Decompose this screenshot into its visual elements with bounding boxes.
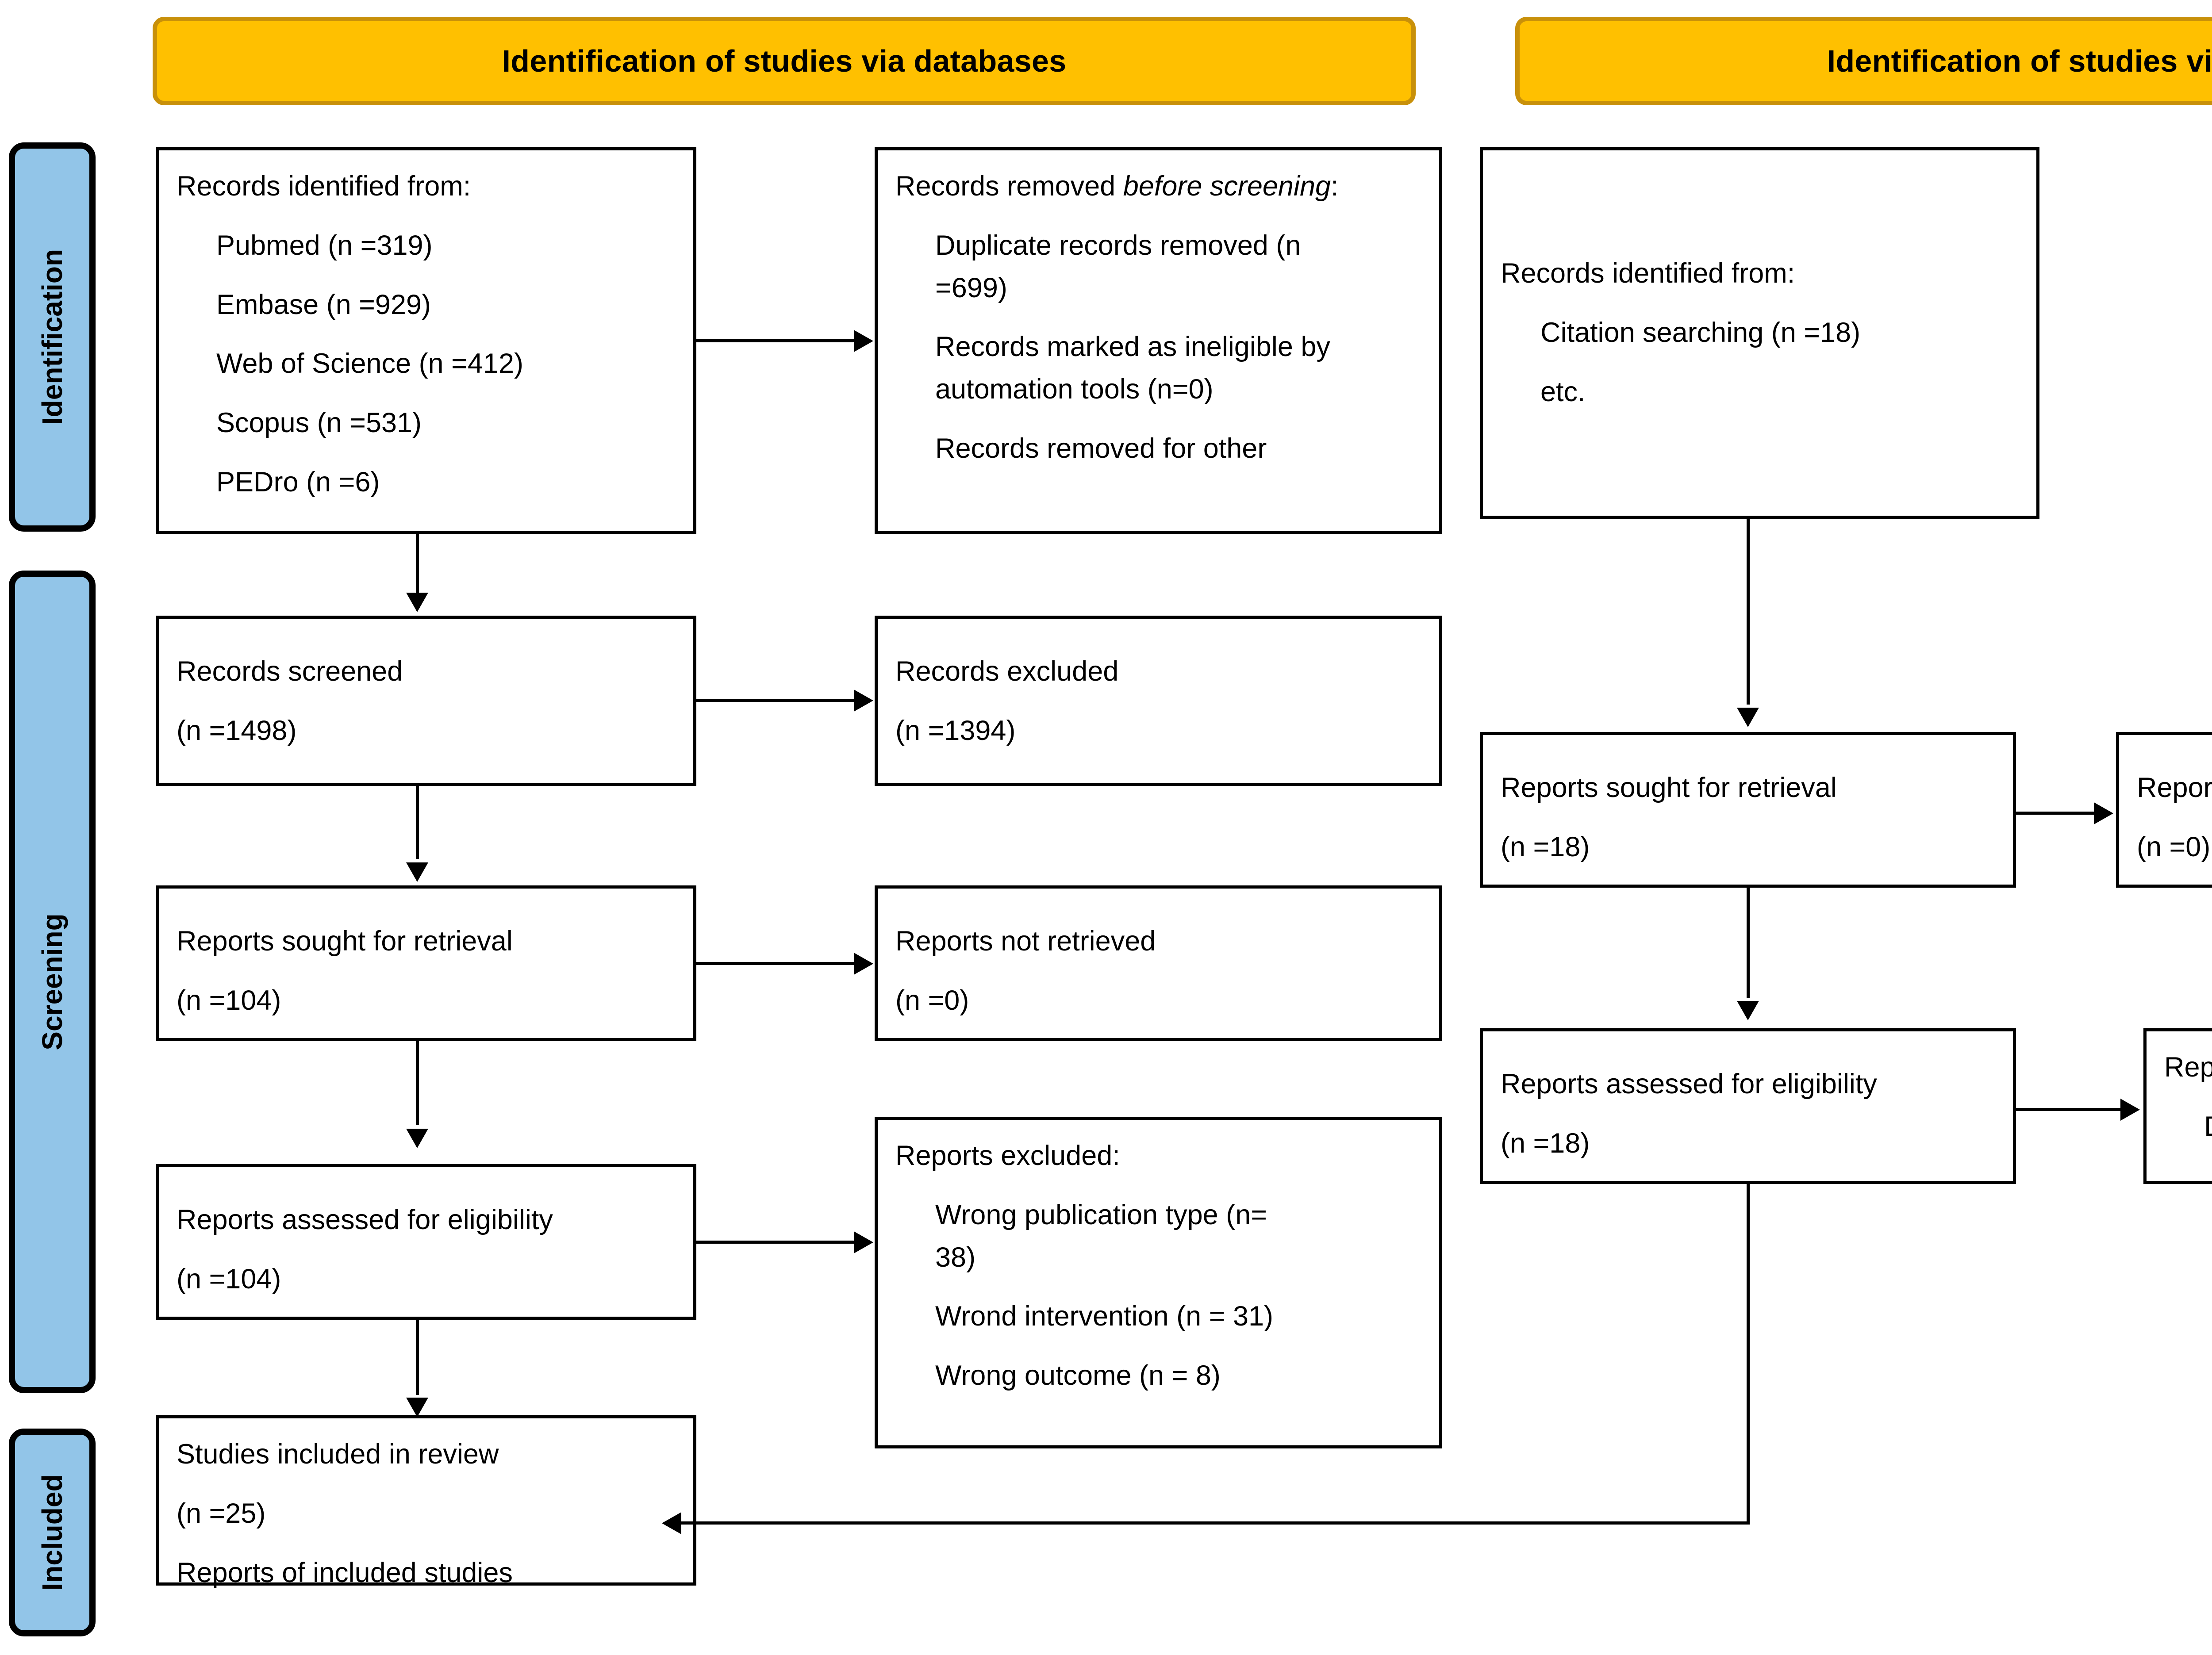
stage-bar-included: Included (9, 1429, 96, 1636)
removed-title-colon: : (1331, 171, 1339, 202)
box-records-removed-before-screening: Records removed before screening: Duplic… (875, 147, 1442, 534)
right-reports-assessed-title: Reports assessed for eligibility (1501, 1069, 1877, 1100)
excluded-reason-publication-type-line2: 38) (935, 1241, 976, 1273)
box-right-reports-assessed-for-eligibility: Reports assessed for eligibility (n =18) (1480, 1028, 2016, 1184)
studies-included-reports: Reports of included studies (177, 1557, 513, 1588)
stage-bar-identification: Identification (9, 142, 96, 532)
excluded-reason-intervention: Wrond intervention (n = 31) (935, 1301, 1273, 1332)
removed-title-italic: before screening (1123, 171, 1331, 202)
box-reports-assessed-for-eligibility: Reports assessed for eligibility (n =104… (156, 1164, 696, 1320)
reports-assessed-count: (n =104) (177, 1263, 281, 1295)
reports-sought-title: Reports sought for retrieval (177, 926, 513, 957)
stage-bar-screening: Screening (9, 571, 96, 1393)
reports-assessed-title: Reports assessed for eligibility (177, 1204, 553, 1235)
stage-label-screening: Screening (36, 913, 68, 1050)
box-studies-included-in-review: Studies included in review (n =25) Repor… (156, 1415, 696, 1588)
arrowhead-right-assessed-to-included (662, 1512, 681, 1534)
right-excluded-reason-duplicated: Duplicated (n =18) (2204, 1106, 2212, 1148)
box-reports-sought-for-retrieval: Reports sought for retrieval (n =104) (156, 885, 696, 1041)
arrowhead-right-sought-to-not-retrieved (2094, 802, 2113, 824)
records-excluded-title: Records excluded (895, 656, 1119, 687)
arrowhead-assessed-to-excluded (854, 1231, 873, 1253)
reports-sought-count: (n =104) (177, 985, 281, 1016)
records-removed-title: Records removed before screening: (895, 165, 1421, 208)
studies-included-line1: Studies included in review (177, 1439, 499, 1470)
reports-excluded-title: Reports excluded: (895, 1140, 1120, 1171)
box-reports-excluded-reasons: Reports excluded: Wrong publication type… (875, 1117, 1442, 1448)
connector-right-sought-to-assessed (1747, 888, 1750, 998)
connector-right-assessed-to-excluded (2016, 1108, 2122, 1111)
reports-not-retrieved-count: (n =0) (895, 985, 969, 1016)
records-screened-count: (n =1498) (177, 715, 297, 746)
arrowhead-right-sought-to-assessed (1737, 1001, 1759, 1020)
right-reports-sought-title: Reports sought for retrieval (1501, 772, 1837, 803)
other-source-citation-searching: Citation searching (n =18) (1540, 317, 1861, 349)
excluded-reason-outcome: Wrong outcome (n = 8) (935, 1360, 1221, 1391)
arrowhead-assessed-to-included (406, 1398, 428, 1417)
source-web-of-science: Web of Science (n =412) (216, 348, 523, 379)
connector-right-assessed-left (681, 1521, 1750, 1525)
studies-included-count: (n =25) (177, 1498, 266, 1529)
removed-ineligible-line2: automation tools (n=0) (935, 374, 1214, 405)
source-pedro: PEDro (n =6) (216, 466, 380, 498)
arrowhead-sought-to-not-retrieved (854, 953, 873, 975)
other-source-etc: etc. (1540, 376, 1586, 407)
connector-identified-to-removed (696, 339, 856, 342)
banner-left-label: Identification of studies via databases (502, 44, 1067, 78)
removed-other-line1: Records removed for other (935, 433, 1267, 464)
arrowhead-sought-to-assessed (406, 1129, 428, 1148)
connector-right-sought-to-not-retrieved (2016, 812, 2096, 815)
right-reports-assessed-count: (n =18) (1501, 1127, 1590, 1159)
excluded-reason-publication-type-line1: Wrong publication type (n= (935, 1199, 1267, 1230)
records-identified-title: Records identified from: (177, 171, 471, 202)
stage-label-identification: Identification (36, 249, 68, 425)
banner-identification-other-methods: Identification of studies via other meth… (1515, 17, 2212, 105)
right-reports-not-retrieved-title: Reports not retrieved (2137, 772, 2212, 803)
box-records-excluded: Records excluded (n =1394) (875, 616, 1442, 786)
box-records-screened: Records screened (n =1498) (156, 616, 696, 786)
box-records-identified-other-methods: Records identified from: Citation search… (1480, 147, 2039, 519)
source-pubmed: Pubmed (n =319) (216, 230, 433, 261)
source-embase: Embase (n =929) (216, 289, 431, 320)
removed-ineligible-line1: Records marked as ineligible by (935, 331, 1330, 363)
removed-duplicate-line1: Duplicate records removed (n (935, 230, 1301, 261)
arrowhead-identified-to-screened (406, 593, 428, 612)
arrowhead-right-identified-to-sought (1737, 708, 1759, 727)
connector-right-identified-to-sought (1747, 519, 1750, 705)
connector-assessed-to-excluded (696, 1241, 856, 1244)
reports-not-retrieved-title: Reports not retrieved (895, 926, 1156, 957)
connector-screened-to-excluded (696, 699, 856, 702)
right-reports-sought-count: (n =18) (1501, 831, 1590, 862)
removed-duplicate-line2: =699) (935, 272, 1007, 303)
right-reports-excluded-title: Reports excluded: (2164, 1052, 2212, 1083)
connector-screened-to-sought (416, 786, 419, 859)
connector-sought-to-assessed (416, 1041, 419, 1125)
arrowhead-screened-to-sought (406, 862, 428, 882)
arrowhead-identified-to-removed (854, 330, 873, 352)
connector-sought-to-not-retrieved (696, 962, 856, 965)
stage-label-included: Included (36, 1474, 68, 1591)
removed-title-plain: Records removed (895, 171, 1123, 202)
box-right-reports-excluded: Reports excluded: Duplicated (n =18) (2143, 1028, 2212, 1184)
arrowhead-right-assessed-to-excluded (2120, 1099, 2140, 1121)
connector-assessed-to-included (416, 1320, 419, 1395)
box-right-reports-sought-for-retrieval: Reports sought for retrieval (n =18) (1480, 732, 2016, 888)
records-excluded-count: (n =1394) (895, 715, 1016, 746)
connector-right-assessed-down (1747, 1184, 1750, 1525)
connector-identified-to-screened (416, 534, 419, 596)
other-identified-title: Records identified from: (1501, 258, 1795, 289)
source-scopus: Scopus (n =531) (216, 407, 422, 438)
box-right-reports-not-retrieved: Reports not retrieved (n =0) (2116, 732, 2212, 888)
banner-right-label: Identification of studies via other meth… (1827, 44, 2212, 78)
right-reports-not-retrieved-count: (n =0) (2137, 831, 2211, 862)
arrowhead-screened-to-excluded (854, 690, 873, 712)
records-screened-title: Records screened (177, 656, 403, 687)
banner-identification-databases: Identification of studies via databases (153, 17, 1416, 105)
box-records-identified-databases: Records identified from: Pubmed (n =319)… (156, 147, 696, 534)
box-reports-not-retrieved: Reports not retrieved (n =0) (875, 885, 1442, 1041)
